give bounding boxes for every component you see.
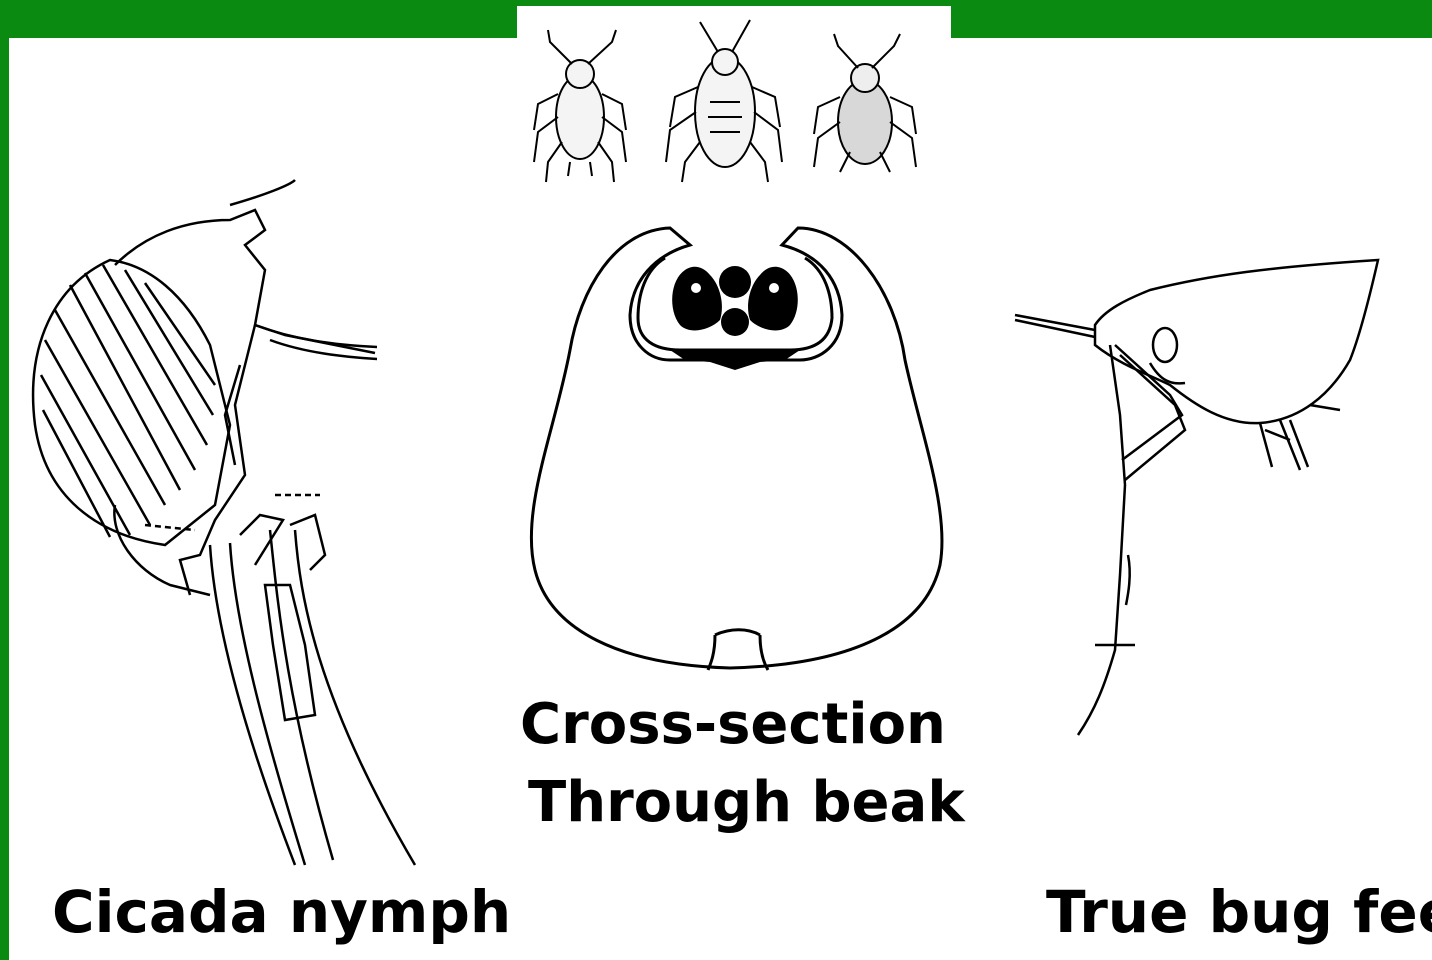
caption-cicada-nymph: Cicada nymph xyxy=(52,878,511,946)
aphid-row xyxy=(520,12,940,187)
caption-cross-section: Cross-section xyxy=(520,692,946,757)
true-bug-feeding-illustration xyxy=(1010,255,1432,750)
left-green-band xyxy=(0,0,9,960)
cicada-nymph-illustration xyxy=(15,175,435,880)
aphid-icon xyxy=(814,34,916,172)
caption-true-bug-feeding: True bug fee xyxy=(1046,878,1432,946)
beak-cross-section-illustration xyxy=(520,210,950,675)
aphid-icon xyxy=(534,30,626,182)
caption-through-beak: Through beak xyxy=(528,770,965,835)
aphid-icon xyxy=(666,20,782,182)
